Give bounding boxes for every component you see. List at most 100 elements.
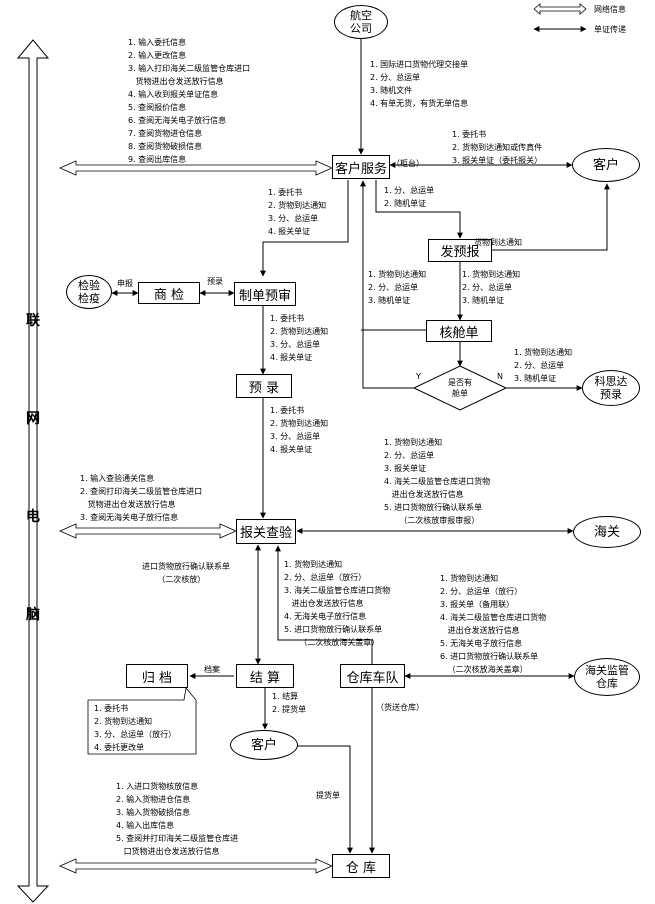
note-line: 4. 委托更改单: [94, 743, 145, 752]
note-line: 3. 输入打印海关二级监管仓库进口: [128, 64, 251, 73]
note-line: 3. 分、总运单: [270, 340, 321, 349]
note-line: 2. 分、总运单: [368, 283, 419, 292]
note-line: 3. 随机单证: [462, 296, 505, 305]
commodity-inspection-node[interactable]: 商 检: [138, 282, 200, 304]
side-title-char: 网: [26, 411, 40, 427]
decision-node[interactable]: 是否有 舱单: [448, 378, 472, 398]
note-line: 5. 查阅并打印海关二级监管仓库进: [116, 834, 239, 843]
note-line: 2. 货物到达通知: [268, 201, 327, 210]
kes-node[interactable]: 科思达 预录: [582, 370, 640, 406]
airline-node[interactable]: 航空 公司: [334, 5, 388, 39]
prepare-to-prerecord-note: 1. 委托书 2. 货物到达通知 3. 分、总运单 4. 报关单证: [270, 312, 328, 364]
note-line: 5. 查阅报价信息: [128, 103, 187, 112]
note-line: 7. 查阅货物进仓信息: [128, 129, 203, 138]
customs-node[interactable]: 海关: [573, 516, 641, 548]
prereport-to-check-note: 1. 货物到达通知 2. 分、总运单 3. 随机单证: [462, 268, 520, 307]
note-line: 3. 分、总运单: [270, 432, 321, 441]
note-line: 3. 随机单证: [514, 374, 557, 383]
note-line: 1. 委托书: [270, 314, 305, 323]
note-line: 3. 海关二级监管仓库进口货物: [284, 586, 391, 595]
note-line: 1. 货物到达通知: [384, 438, 443, 447]
note-line: 4. 报关单证: [270, 445, 313, 454]
note-line: 进出仓发送放行信息: [284, 599, 364, 608]
note-line: 4. 输入出库信息: [116, 821, 175, 830]
declare-to-fleet-note: 1. 货物到达通知 2. 分、总运单（放行） 3. 海关二级监管仓库进口货物 进出仓…: [284, 558, 390, 649]
note-line: 货物进出仓发送放行信息: [80, 500, 176, 509]
note-line: （二次核放海关盖章）: [440, 665, 528, 674]
inspection-node[interactable]: 检验 检疫: [66, 275, 112, 309]
note-line: 3. 分、总运单（放行）: [94, 730, 177, 739]
note-line: 1. 国际进口货物代理交接单: [370, 60, 469, 69]
customer-top-node[interactable]: 客户: [572, 148, 640, 182]
note-line: 2. 货物到达通知: [270, 327, 329, 336]
note-line: 4. 报关单证: [270, 353, 313, 362]
note-line: 3. 报关单（备用联）: [440, 600, 515, 609]
note-line: 5. 进口货物放行确认联系单: [284, 625, 383, 634]
customer-service-node[interactable]: 客户服务: [332, 155, 390, 179]
side-title: 联 网 电 脑: [22, 310, 44, 702]
side-title-char: 电: [26, 509, 40, 525]
note-line: 1. 货物到达通知: [462, 270, 521, 279]
note-line: 4. 海关二级监管仓库进口货物: [440, 613, 547, 622]
note-line: 6. 查阅无海关电子放行信息: [128, 116, 227, 125]
arrival-notice-label: 货物到达通知: [474, 238, 522, 247]
check-cabin-node[interactable]: 核舱单: [426, 320, 492, 342]
note-line: 2. 查阅打印海关二级监管仓库进口: [80, 487, 203, 496]
pre-record-node[interactable]: 预 录: [236, 374, 292, 398]
declare-apply-label: 申报: [117, 279, 133, 288]
note-line: 4. 有单无货，有货无单信息: [370, 99, 469, 108]
side-network-arrow: [16, 39, 50, 903]
note-line: 4. 输入收到报关单证信息: [128, 90, 219, 99]
note-line: 1. 输入委托信息: [128, 38, 187, 47]
entrust-label: 预录: [207, 277, 223, 286]
legend-document-label: 单证传递: [594, 25, 626, 34]
note-line: 3. 报关单证: [384, 464, 427, 473]
note-line: 4. 海关二级监管仓库进口货物: [384, 477, 491, 486]
note-line: 4. 无海关电子放行信息: [284, 612, 367, 621]
note-line: 2. 分、总运单: [462, 283, 513, 292]
pre-report-node[interactable]: 发预报: [428, 239, 492, 262]
note-line: 2. 分、总运单（放行）: [284, 573, 367, 582]
note-line: 8. 查阅货物破损信息: [128, 142, 203, 151]
side-title-char: 脑: [26, 607, 40, 623]
note-line: 2. 分、总运单: [384, 451, 435, 460]
legend-network-label: 网络信息: [594, 5, 626, 14]
note-line: 3. 随机单证: [368, 296, 411, 305]
note-line: 1. 委托书: [94, 704, 129, 713]
note-line: 3. 输入货物破损信息: [116, 808, 191, 817]
legend-network-arrow: [533, 3, 587, 15]
fleet-node[interactable]: 仓库车队: [340, 664, 405, 688]
note-line: 3. 分、总运单: [268, 214, 319, 223]
note-line: （二次核放）: [142, 575, 206, 584]
note-line: 1. 委托书: [270, 406, 305, 415]
note-line: 3. 查阅无海关电子放行信息: [80, 513, 179, 522]
note-line: 2. 输入更改信息: [128, 51, 187, 60]
note-line: 4. 报关单证: [268, 227, 311, 236]
no-label: N: [497, 372, 503, 381]
declare-node[interactable]: 报关查验: [236, 519, 296, 544]
prepare-docs-node[interactable]: 制单预审: [234, 282, 296, 306]
supervised-warehouse-node[interactable]: 海关监管 仓库: [574, 658, 640, 696]
note-line: 货物进出仓发送放行信息: [128, 77, 224, 86]
settle-node[interactable]: 结 算: [236, 664, 294, 688]
note-line: 进出仓发送放行信息: [440, 626, 520, 635]
to-warehouse-label: （货送仓库）: [376, 703, 424, 712]
customer-bottom-node[interactable]: 客户: [230, 730, 298, 760]
archive-node[interactable]: 归 档: [126, 664, 188, 688]
warehouse-node[interactable]: 仓 库: [332, 854, 390, 878]
note-line: 2. 提货单: [272, 705, 307, 714]
note-line: 1. 货物到达通知: [284, 560, 343, 569]
note-line: （二次核放审报审报）: [384, 516, 480, 525]
release-left-note: 进口货物放行确认联系单 （二次核放）: [142, 560, 230, 586]
note-line: 6. 进口货物放行确认联系单: [440, 652, 539, 661]
note-line: 2. 分、总运单: [514, 361, 565, 370]
pickup-label: 提货单: [316, 791, 340, 800]
